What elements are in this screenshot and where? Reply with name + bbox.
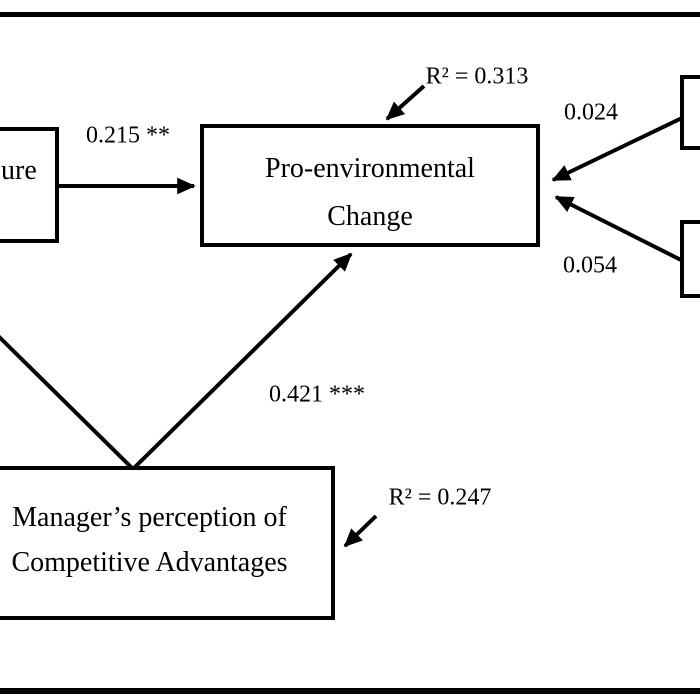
node-bottom-right-partial (680, 220, 700, 298)
coefficient-topright-to-pec: 0.024 (564, 99, 618, 126)
arrow-bottomright-to-pec (554, 195, 682, 262)
r-squared-label-mpca: R² = 0.247 (388, 484, 492, 511)
node-mpca-label-line1: Manager’s perception of (12, 502, 287, 533)
node-manager-perception: Manager’s perception of Competitive Adva… (0, 466, 335, 620)
node-pec-label-line1: Pro-environmental (265, 153, 475, 184)
arrow-mpca-to-pec (132, 252, 353, 470)
node-mpca-label-line2: Competitive Advantages (11, 547, 288, 578)
line-left-to-mpca (0, 334, 136, 472)
r-squared-label-pec: R² = 0.313 (425, 63, 529, 90)
coefficient-mpca-to-pec: 0.421 *** (269, 381, 365, 408)
coefficient-bottomright-to-pec: 0.054 (563, 252, 617, 279)
coefficient-left-to-pec: 0.215 ** (86, 122, 170, 149)
node-left-partial: ure (0, 127, 59, 243)
arrow-r2-annotation-mpca (343, 514, 378, 548)
frame-bottom-edge (0, 688, 700, 694)
node-pro-environmental-change: Pro-environmental Change (200, 124, 540, 247)
arrow-r2-annotation-pec (385, 84, 426, 121)
node-left-label-fragment: ure (1, 155, 37, 186)
node-top-right-partial (680, 75, 700, 150)
arrow-topright-to-pec (551, 115, 685, 182)
frame-top-edge (0, 12, 700, 17)
node-pec-label-line2: Change (327, 201, 413, 232)
